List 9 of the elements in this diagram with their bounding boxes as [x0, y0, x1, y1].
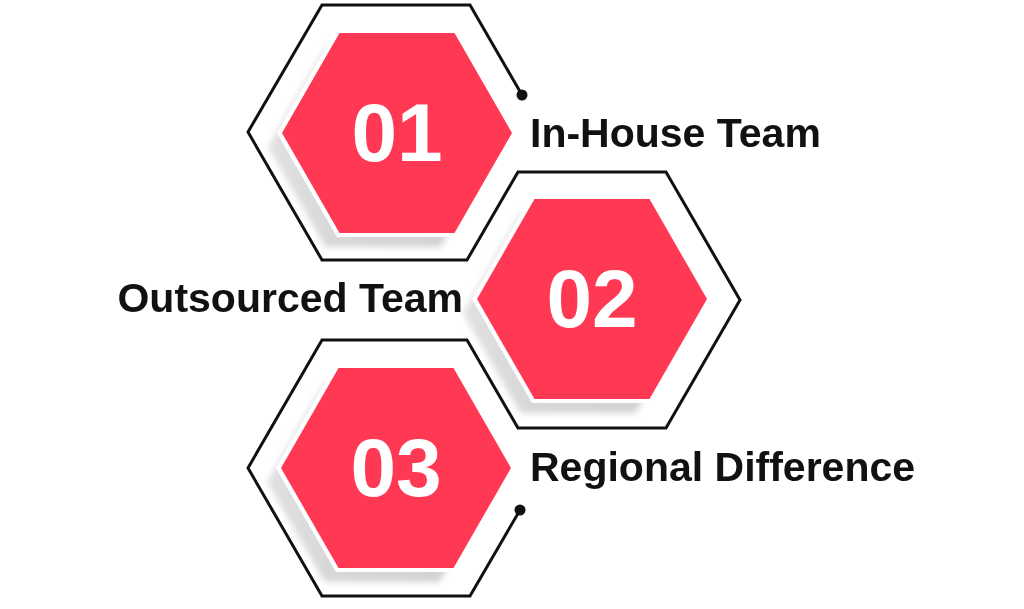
step-number: 01	[351, 92, 443, 174]
hexagon-tile	[281, 368, 511, 568]
hexagon-tile	[282, 33, 512, 233]
step-number: 02	[546, 258, 638, 340]
step-label: Outsourced Team	[117, 275, 463, 323]
step-number: 03	[350, 427, 442, 509]
step-label: In-House Team	[530, 110, 821, 158]
step-label: Regional Difference	[530, 444, 916, 492]
hexagon-tile	[477, 199, 707, 399]
